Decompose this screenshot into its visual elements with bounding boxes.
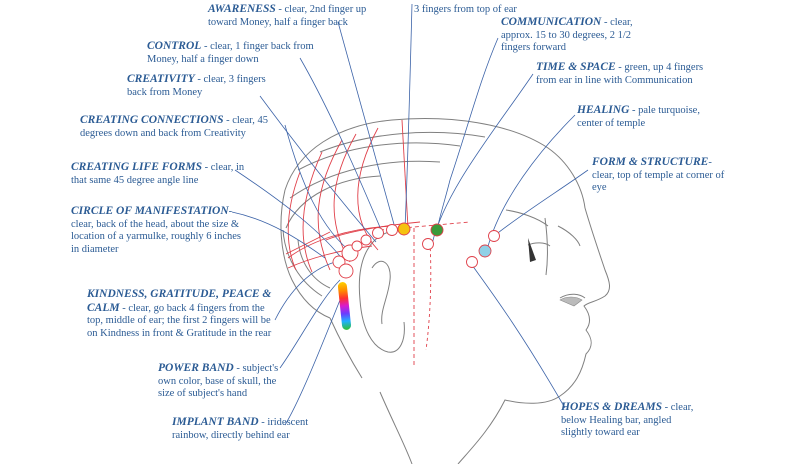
implant-band	[337, 282, 352, 330]
label-top: 3 fingers from top of ear	[414, 4, 517, 15]
red-guides	[285, 119, 471, 366]
marker-control	[360, 234, 372, 246]
label-implant-band: IMPLANT BAND - iridescent rainbow, direc…	[172, 416, 309, 441]
eye-mark	[528, 238, 536, 262]
marker-creativity	[351, 240, 363, 252]
marker-connections	[338, 263, 354, 279]
label-communication: COMMUNICATION - clear, approx. 15 to 30 …	[501, 16, 633, 53]
marker-form-structure	[488, 230, 500, 242]
head-outline	[280, 118, 610, 464]
marker-hopes-dreams	[466, 256, 478, 268]
label-form-structure: FORM & STRUCTURE-clear, top of temple at…	[592, 156, 725, 193]
marker-time-space	[430, 223, 444, 237]
marker-money	[372, 227, 384, 239]
label-power-band: POWER BAND - subject's own color, base o…	[158, 362, 279, 399]
label-hopes-dreams: HOPES & DREAMS - clear, below Healing ba…	[561, 401, 694, 438]
chakra-markers	[332, 222, 500, 279]
label-circle-of-manifestation: CIRCLE OF MANIFESTATION-clear, back of t…	[71, 205, 241, 255]
nostril	[559, 296, 583, 307]
label-control: CONTROL - clear, 1 finger back from Mone…	[147, 40, 314, 65]
marker-top	[386, 224, 398, 236]
marker-communication	[422, 238, 434, 250]
label-awareness: AWARENESS - clear, 2nd finger up toward …	[208, 3, 367, 28]
label-healing: HEALING - pale turquoise, center of temp…	[577, 104, 700, 129]
label-creativity: CREATIVITY - clear, 3 fingers back from …	[127, 73, 266, 98]
leader-lines	[231, 3, 589, 426]
label-kindness: KINDNESS, GRATITUDE, PEACE & CALM - clea…	[87, 288, 272, 339]
label-time-space: TIME & SPACE - green, up 4 fingers from …	[536, 61, 704, 86]
label-creating-life-forms: CREATING LIFE FORMS - clear, in that sam…	[71, 161, 245, 186]
marker-healing	[478, 244, 492, 258]
label-creating-connections: CREATING CONNECTIONS - clear, 45 degrees…	[80, 114, 268, 139]
marker-awareness	[397, 222, 411, 236]
